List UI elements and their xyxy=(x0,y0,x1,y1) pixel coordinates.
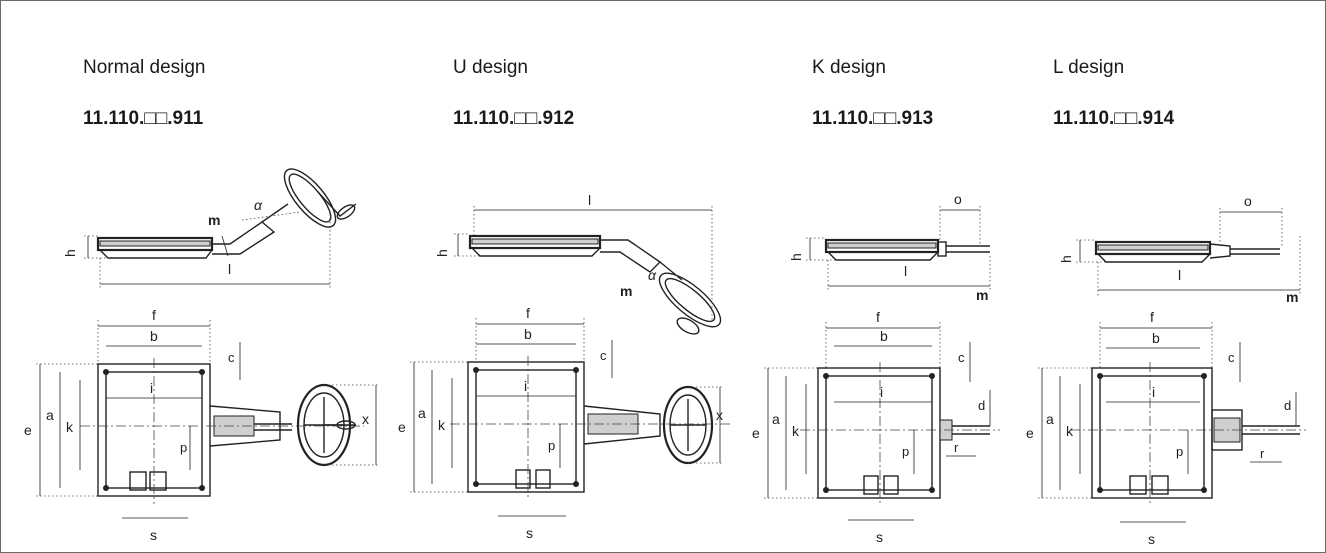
dim-f-label: f xyxy=(152,307,156,323)
k-dim-r-label: r xyxy=(954,440,959,455)
k-dim-p-label: p xyxy=(902,444,909,459)
dim-a-label: a xyxy=(46,407,54,423)
k-dim-k-label: k xyxy=(792,423,800,439)
u-dim-e-label: e xyxy=(398,419,406,435)
l-dim-e-label: e xyxy=(1026,425,1034,441)
k-dim-e-label: e xyxy=(752,425,760,441)
l-dim-d-label: d xyxy=(1284,398,1291,413)
dim-l-label: l xyxy=(228,261,231,277)
l-design-title: L design xyxy=(1053,57,1125,78)
l-dim-a-label: a xyxy=(1046,411,1054,427)
u-dim-h-label: h xyxy=(434,249,450,257)
dim-x-label: x xyxy=(362,411,369,427)
l-design-drawing: o h l m f b xyxy=(1026,193,1306,547)
k-design-drawing: o h l m f b c xyxy=(752,191,1000,545)
k-side-view: o h l m xyxy=(788,191,991,303)
normal-design-code: 11.110.□□.911 xyxy=(83,108,204,129)
l-dim-h-label: h xyxy=(1058,255,1074,263)
u-dim-f-label: f xyxy=(526,305,530,321)
k-dim-f-label: f xyxy=(876,309,880,325)
u-dim-k-label: k xyxy=(438,417,446,433)
k-dim-m-label: m xyxy=(976,287,988,303)
l-dim-p-label: p xyxy=(1176,444,1183,459)
dim-m-label: m xyxy=(208,212,220,228)
l-side-view: o h l m xyxy=(1058,193,1301,305)
k-dim-a-label: a xyxy=(772,411,780,427)
normal-design-drawing: h l m α xyxy=(24,168,380,543)
dim-e-label: e xyxy=(24,422,32,438)
u-design-title: U design xyxy=(453,57,528,78)
k-dim-o-label: o xyxy=(954,191,962,207)
l-top-view: f b c d e a k i p r s xyxy=(1026,309,1306,547)
k-dim-i-label: i xyxy=(880,384,883,400)
k-design-code: 11.110.□□.913 xyxy=(812,108,934,129)
dim-h-label: h xyxy=(62,249,78,257)
k-top-view: f b c d e a k i p r s xyxy=(752,309,1000,545)
u-dim-a-label: a xyxy=(418,405,426,421)
u-design-drawing: l h m α f b xyxy=(398,192,730,541)
dim-b-label: b xyxy=(150,328,158,344)
l-design-code: 11.110.□□.914 xyxy=(1053,108,1175,129)
u-dim-p-label: p xyxy=(548,438,555,453)
k-dim-c-label: c xyxy=(958,350,965,365)
u-dim-alpha-label: α xyxy=(648,267,657,283)
normal-side-view: h l m α xyxy=(62,168,357,290)
dim-alpha-label: α xyxy=(254,197,263,213)
k-design-title: K design xyxy=(812,57,886,78)
normal-top-view: f b c e a k i p x s xyxy=(24,307,380,543)
u-top-view: f b c e a k i p x s xyxy=(398,305,730,541)
l-dim-f-label: f xyxy=(1150,309,1154,325)
u-dim-i-label: i xyxy=(524,378,527,394)
u-dim-b-label: b xyxy=(524,326,532,342)
u-dim-c-label: c xyxy=(600,348,607,363)
u-side-view: l h m α xyxy=(434,192,722,335)
l-dim-o-label: o xyxy=(1244,193,1252,209)
l-dim-k-label: k xyxy=(1066,423,1074,439)
l-dim-s-label: s xyxy=(1148,531,1155,547)
dim-k-label: k xyxy=(66,419,74,435)
u-dim-s-label: s xyxy=(526,525,533,541)
k-dim-b-label: b xyxy=(880,328,888,344)
u-dim-x-label: x xyxy=(716,407,723,423)
l-dim-i-label: i xyxy=(1152,384,1155,400)
k-dim-l-label: l xyxy=(904,263,907,279)
u-dim-l-label: l xyxy=(588,192,591,208)
dim-p-label: p xyxy=(180,440,187,455)
dim-s-label: s xyxy=(150,527,157,543)
normal-design-title: Normal design xyxy=(83,57,206,78)
l-dim-r-label: r xyxy=(1260,446,1265,461)
k-dim-d-label: d xyxy=(978,398,985,413)
dim-i-label: i xyxy=(150,380,153,396)
k-dim-s-label: s xyxy=(876,529,883,545)
u-design-code: 11.110.□□.912 xyxy=(453,108,575,129)
dim-c-label: c xyxy=(228,350,235,365)
u-dim-m-label: m xyxy=(620,283,632,299)
l-dim-m-label: m xyxy=(1286,289,1298,305)
l-dim-c-label: c xyxy=(1228,350,1235,365)
l-dim-b-label: b xyxy=(1152,330,1160,346)
k-dim-h-label: h xyxy=(788,253,804,261)
l-dim-l-label: l xyxy=(1178,267,1181,283)
